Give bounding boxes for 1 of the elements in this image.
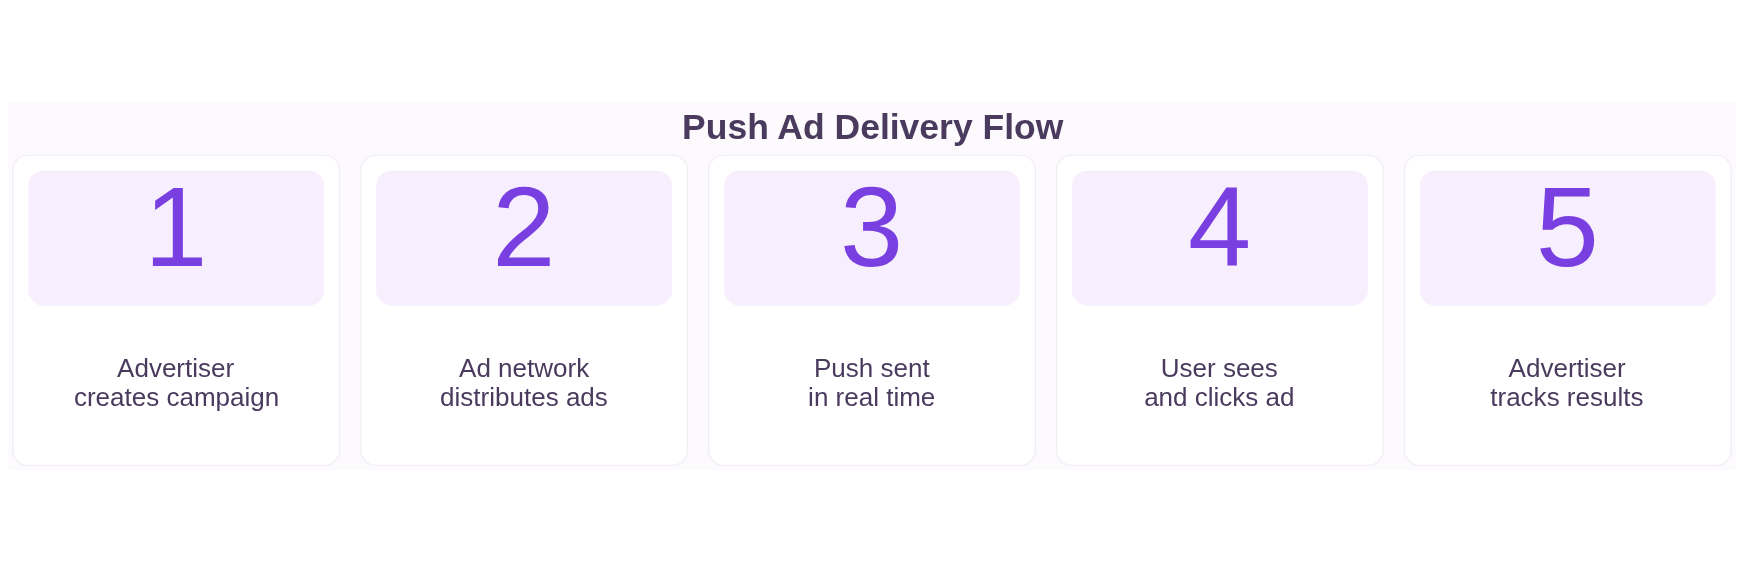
- diagram-title: Push Ad Delivery Flow: [682, 106, 1064, 147]
